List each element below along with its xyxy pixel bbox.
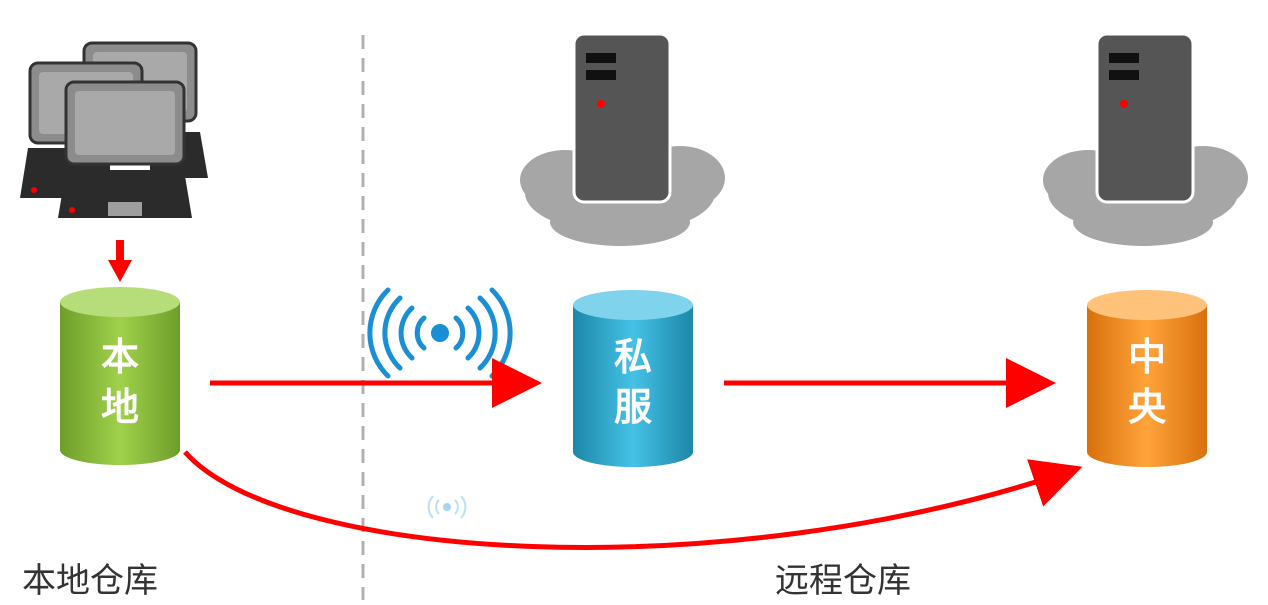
remote-repository-label: 远程仓库 [775,561,911,601]
central-db-label-line1: 中 [1128,335,1166,379]
central-db-label-line2: 央 [1128,385,1167,429]
private-database: 私 服 [573,290,693,467]
local-database: 本 地 [60,287,180,465]
arrow-local-to-central [183,450,1083,550]
wireless-signal-icon [427,495,467,519]
server-tower-icon [572,32,672,204]
central-database: 中 央 [1087,290,1207,467]
private-db-label-line2: 服 [614,385,652,429]
private-db-label-line1: 私 [614,335,652,379]
server-tower-icon [1095,32,1195,204]
wireless-signal-icon [367,287,513,379]
local-repository-label: 本地仓库 [22,561,158,601]
local-db-label-line2: 地 [101,385,139,429]
computer-cluster-icon [20,41,208,218]
local-db-label-line1: 本 [101,335,139,379]
down-arrow-icon [108,240,132,282]
